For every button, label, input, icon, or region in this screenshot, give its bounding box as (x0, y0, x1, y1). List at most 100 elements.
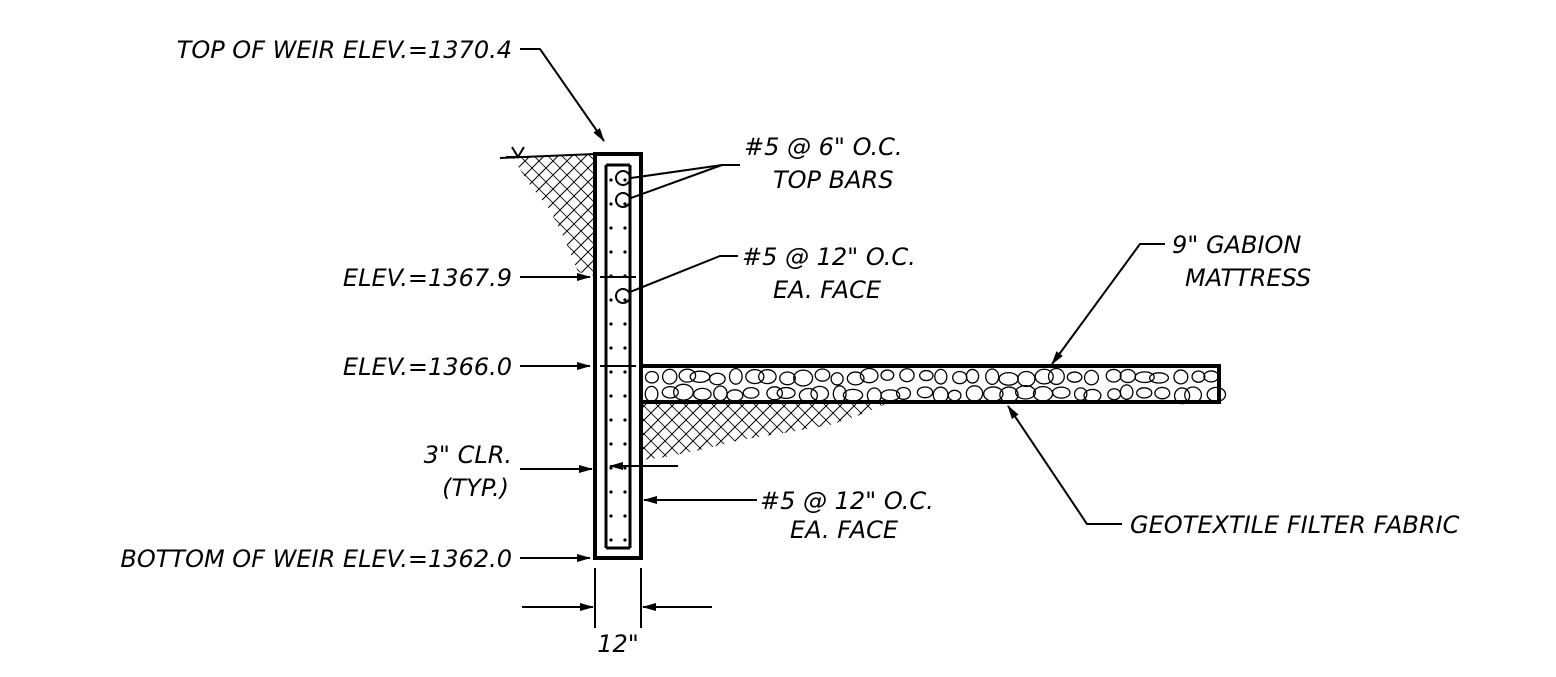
label-top-of-weir: TOP OF WEIR ELEV.=1370.4 (177, 36, 512, 64)
label-gabion-2: MATTRESS (1185, 264, 1311, 292)
gabion-stone (661, 368, 678, 385)
gabion-stone (678, 368, 697, 383)
rebar-dot (623, 370, 627, 374)
label-low-bars-1: #5 @ 12" O.C. (760, 487, 934, 515)
top-bar-circle-1 (615, 170, 631, 186)
rebar-dot (623, 538, 627, 542)
gabion-stone (947, 389, 962, 402)
gabion-stone (1206, 386, 1227, 403)
gabion-stone (919, 369, 934, 382)
gabion-stone (776, 386, 796, 399)
gabion-stone (810, 385, 830, 402)
label-width-dim: 12" (597, 630, 639, 658)
rebar-dot (623, 466, 627, 470)
top-bars-leader-2 (630, 164, 723, 199)
geotextile-leader (1007, 405, 1122, 525)
rebar-dot (623, 178, 627, 182)
gabion-stone (1032, 385, 1054, 402)
rebar-dot (623, 442, 627, 446)
gabion-leader (1051, 243, 1165, 365)
gabion-stone (766, 386, 784, 401)
weir-wall (593, 152, 643, 560)
gabion-stone (726, 389, 744, 402)
mid-bars-leader (629, 255, 738, 293)
gabion-stone (916, 386, 934, 399)
gabion-stone (1105, 368, 1122, 383)
rebar-dot (609, 298, 613, 302)
rebar-dot (609, 394, 613, 398)
gabion-stone (644, 385, 659, 403)
gabion-stone (999, 386, 1019, 404)
label-top-bars-1: #5 @ 6" O.C. (744, 133, 903, 161)
gabion-stone (1083, 369, 1100, 386)
label-gabion-1: 9" GABION (1172, 231, 1301, 259)
gabion-stone (1191, 370, 1206, 383)
gabion-stone (798, 387, 819, 404)
label-mid-bars-1: #5 @ 12" O.C. (742, 243, 916, 271)
gabion-stone (1148, 372, 1170, 384)
gabion-stone (846, 371, 865, 386)
gabion-stone (1154, 386, 1171, 400)
gabion-stone (895, 386, 912, 400)
gabion-stone (880, 369, 895, 381)
top-bar-circle-2 (615, 192, 631, 208)
gabion-stone (1134, 371, 1155, 384)
rebar-dot (623, 514, 627, 518)
gabion-stone (728, 367, 743, 385)
gabion-stone (1119, 368, 1137, 384)
rebar-dot (623, 250, 627, 254)
rebar-dot (609, 538, 613, 542)
gabion-stone (1173, 369, 1189, 385)
rebar-dot (623, 490, 627, 494)
gabion-stone (983, 386, 1004, 402)
gabion-stone (814, 368, 831, 382)
rebar-dot (623, 394, 627, 398)
label-elev-gabion: ELEV.=1366.0 (343, 353, 512, 381)
gabion-stone (965, 368, 980, 384)
label-low-bars-2: EA. FACE (790, 516, 899, 544)
gabion-stone (965, 385, 984, 402)
gabion-stone (1136, 387, 1153, 399)
gabion-stone (1203, 370, 1220, 383)
gabion-stone (1017, 370, 1036, 388)
gabion-stone (1107, 388, 1122, 401)
top-bars-leader-1 (630, 164, 740, 179)
gabion-stone (742, 386, 760, 399)
gabion-stone (842, 388, 864, 402)
gabion-stone (1184, 386, 1203, 404)
label-bottom-of-weir: BOTTOM OF WEIR ELEV.=1362.0 (120, 545, 512, 573)
gabion-stone (1119, 384, 1134, 400)
gabion-stone (880, 389, 901, 402)
rebar-dot (609, 442, 613, 446)
soil-subgrade-lower (641, 402, 890, 460)
gabion-stone (832, 385, 847, 403)
rebar-dots (609, 178, 627, 542)
gabion-stone (859, 367, 879, 384)
rebar-dot (623, 322, 627, 326)
gabion-stone (689, 370, 711, 383)
rebar-dot (609, 226, 613, 230)
rebar-dot (623, 202, 627, 206)
gabion-stone (830, 372, 844, 386)
gabion-stone (661, 385, 679, 399)
gabion-stone (1047, 367, 1065, 386)
gabion-stone (1066, 371, 1083, 383)
label-clear-1: 3" CLR. (424, 441, 512, 469)
gabion-stone (1051, 386, 1071, 399)
label-mid-bars-2: EA. FACE (773, 276, 882, 304)
gabion-stone (708, 372, 726, 386)
rebar-dot (609, 322, 613, 326)
rebar-dot (609, 418, 613, 422)
gabion-stone (899, 368, 915, 383)
label-geotextile: GEOTEXTILE FILTER FABRIC (1130, 511, 1460, 539)
gabion-stone (779, 371, 796, 386)
gabion-stone (998, 371, 1019, 386)
rebar-dot (609, 490, 613, 494)
gabion-stone (1173, 387, 1191, 405)
label-top-bars-2: TOP BARS (773, 166, 893, 194)
gabion-stones (644, 367, 1227, 405)
rebar-dot (609, 178, 613, 182)
gabion-stone (793, 369, 814, 387)
gabion-stone (758, 369, 777, 385)
